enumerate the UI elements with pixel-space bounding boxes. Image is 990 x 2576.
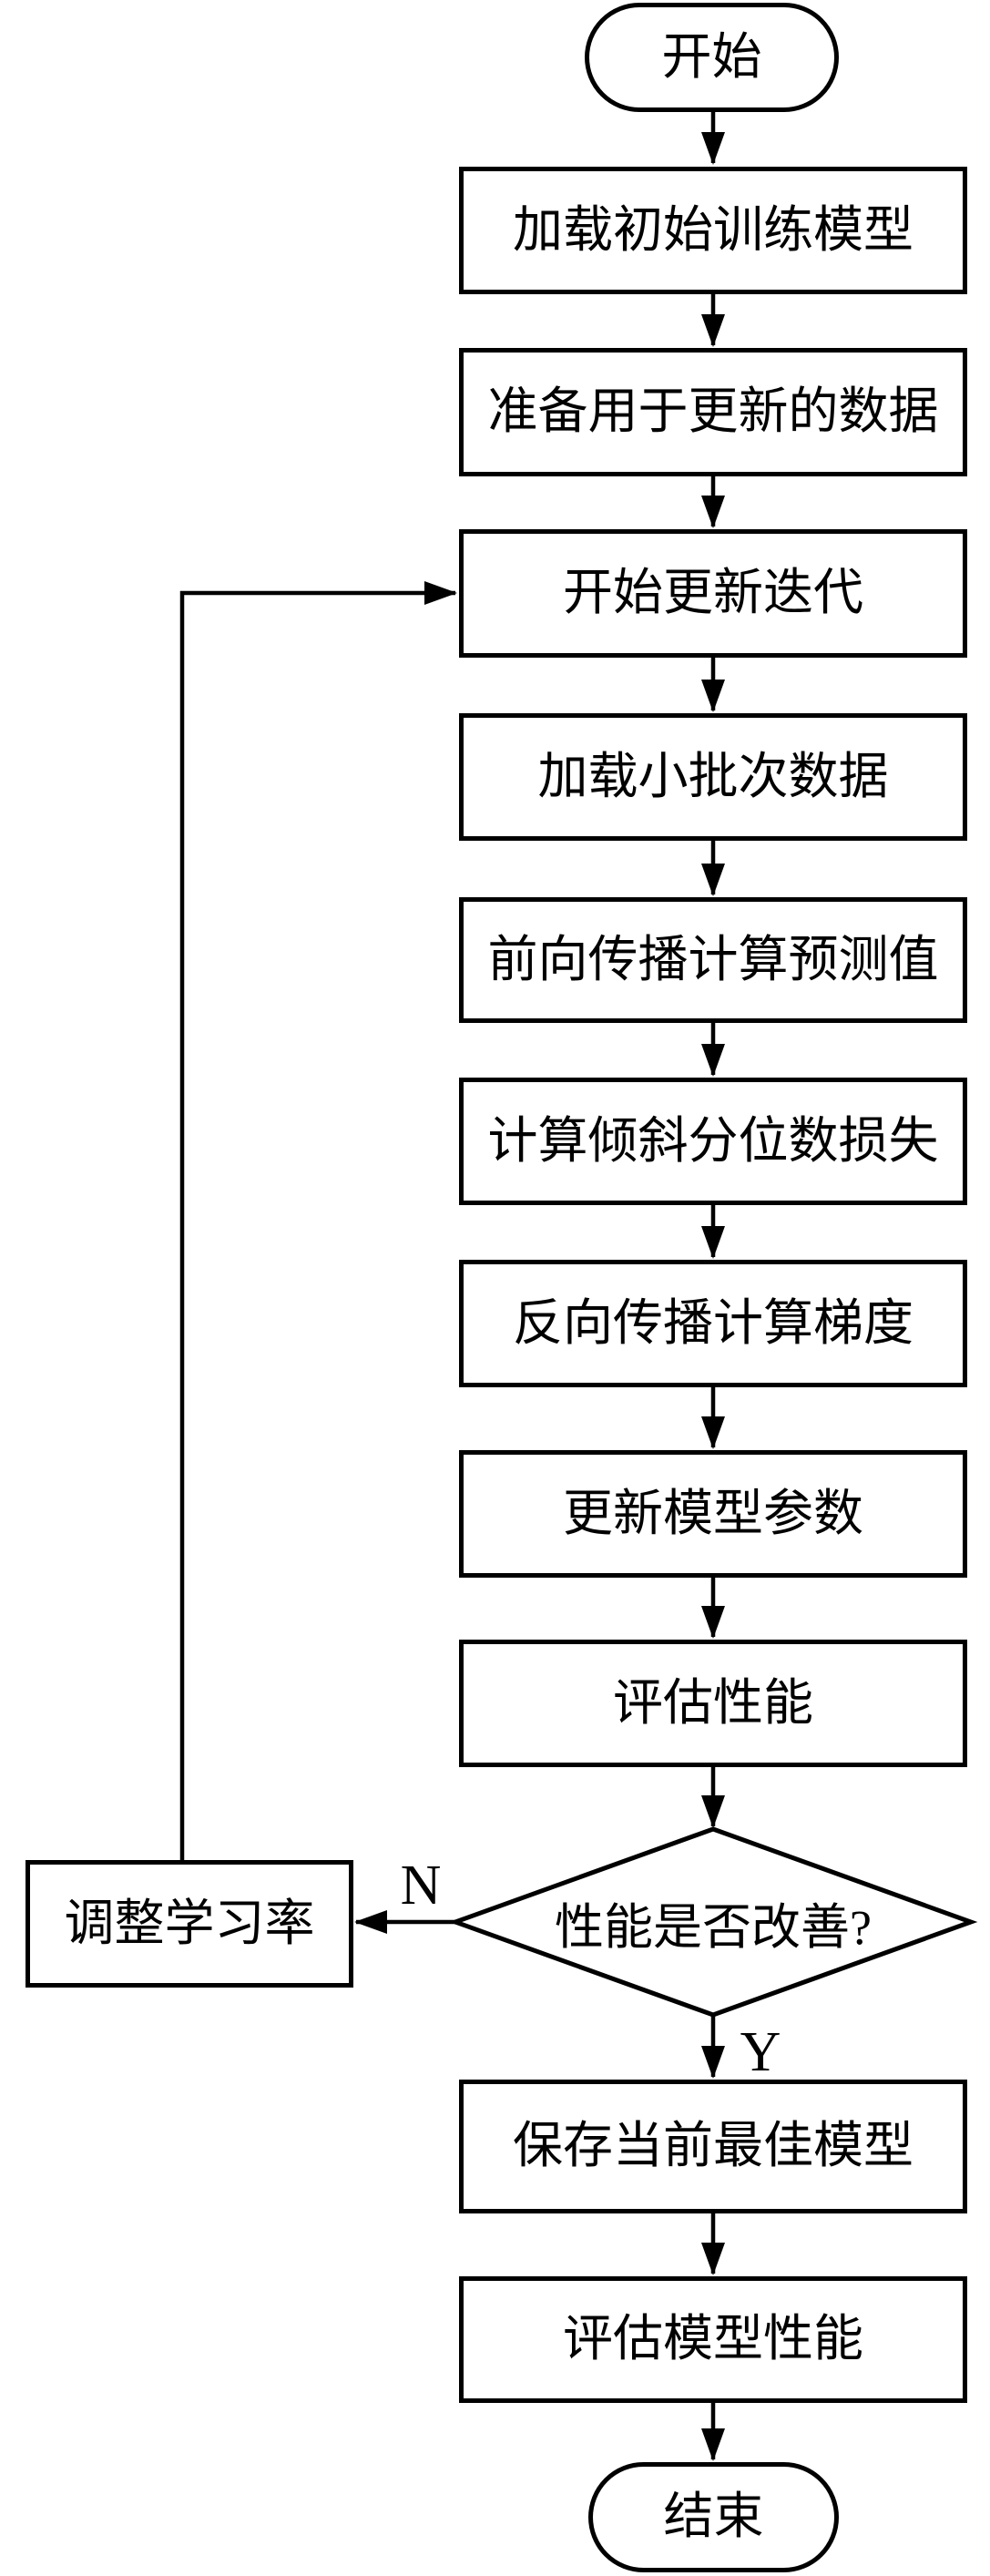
process-label: 调整学习率 xyxy=(64,1895,315,1951)
process-label: 评估性能 xyxy=(612,1674,813,1731)
node-end-terminator: 结束 xyxy=(588,2462,839,2572)
no-label-text: N xyxy=(400,1854,442,1917)
process-label: 加载小批次数据 xyxy=(537,748,889,804)
end-label: 结束 xyxy=(663,2489,764,2545)
process-label: 保存当前最佳模型 xyxy=(512,2118,913,2174)
process-load-minibatch-data: 加载小批次数据 xyxy=(459,713,967,841)
process-label: 加载初始训练模型 xyxy=(512,201,913,258)
process-label: 更新模型参数 xyxy=(562,1485,863,1541)
process-start-update-iteration: 开始更新迭代 xyxy=(459,529,967,658)
process-save-best-model: 保存当前最佳模型 xyxy=(459,2080,967,2213)
process-load-initial-model: 加载初始训练模型 xyxy=(459,167,967,294)
process-evaluate-model-performance: 评估模型性能 xyxy=(459,2276,967,2403)
loop-adjust-lr-to-start-iteration xyxy=(179,581,457,1860)
process-label: 前向传播计算预测值 xyxy=(487,931,939,987)
process-label: 计算倾斜分位数损失 xyxy=(487,1112,939,1169)
process-label: 开始更新迭代 xyxy=(562,565,863,621)
process-label: 评估模型性能 xyxy=(562,2311,863,2367)
process-update-model-parameters: 更新模型参数 xyxy=(459,1450,967,1578)
decision-performance-improved: 性能是否改善? xyxy=(455,1829,971,2015)
decision-label: 性能是否改善? xyxy=(555,1899,872,1955)
process-forward-propagation: 前向传播计算预测值 xyxy=(459,897,967,1023)
decision-yes-label: Y xyxy=(733,2020,788,2084)
decision-diamond xyxy=(448,1826,978,2018)
process-compute-tilted-quantile-loss: 计算倾斜分位数损失 xyxy=(459,1078,967,1205)
process-backpropagation-gradients: 反向传播计算梯度 xyxy=(459,1260,967,1387)
start-label: 开始 xyxy=(661,28,762,85)
process-adjust-learning-rate: 调整学习率 xyxy=(26,1860,353,1988)
process-label: 反向传播计算梯度 xyxy=(512,1294,913,1351)
process-label: 准备用于更新的数据 xyxy=(487,383,939,440)
yes-label-text: Y xyxy=(740,2020,781,2083)
node-start-terminator: 开始 xyxy=(585,3,839,112)
decision-no-label: N xyxy=(393,1854,448,1917)
process-prepare-update-data: 准备用于更新的数据 xyxy=(459,348,967,476)
process-evaluate-performance: 评估性能 xyxy=(459,1640,967,1767)
